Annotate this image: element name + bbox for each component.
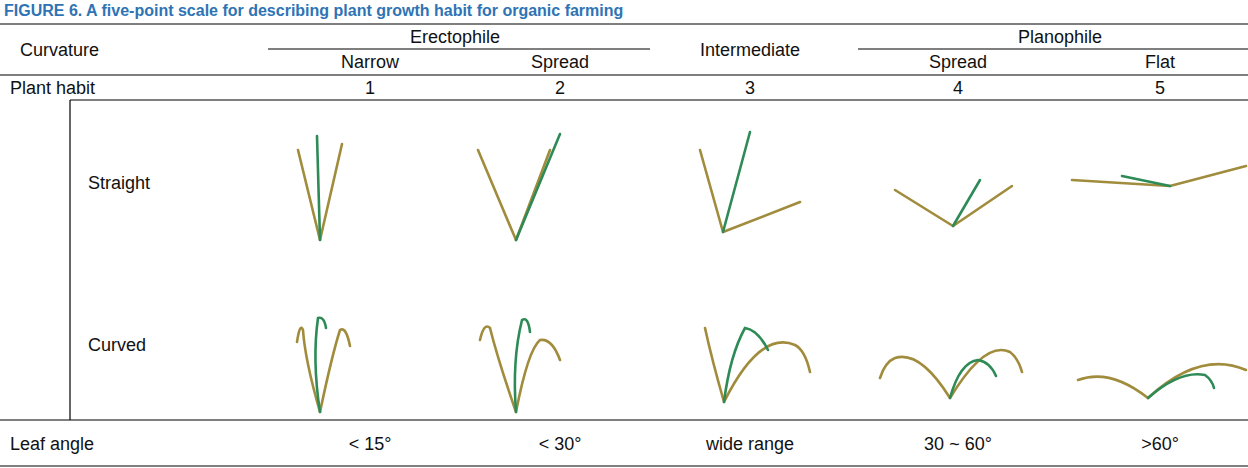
table-cell: Plant habit <box>10 77 95 99</box>
table-cell: Planophile <box>1018 26 1102 48</box>
table-cell: < 30° <box>539 433 582 455</box>
table-rules <box>0 24 1248 466</box>
table-cell: Spread <box>929 51 987 73</box>
plant-curved <box>297 318 1246 412</box>
table-cell: wide range <box>706 433 794 455</box>
plant-straight <box>298 132 1246 240</box>
table-cell: Narrow <box>341 51 399 73</box>
table-cell: Straight <box>88 172 150 194</box>
table-cell: >60° <box>1141 433 1179 455</box>
table-cell: 30 ~ 60° <box>924 433 992 455</box>
table-cell: Intermediate <box>700 39 800 61</box>
table-cell: < 15° <box>349 433 392 455</box>
figure-title: FIGURE 6. A five-point scale for describ… <box>4 0 623 22</box>
table-cell: Flat <box>1145 51 1175 73</box>
table-cell: 5 <box>1155 77 1165 99</box>
table-cell: Leaf angle <box>10 433 94 455</box>
table-cell: 3 <box>745 77 755 99</box>
table-cell: 1 <box>365 77 375 99</box>
table-cell: Spread <box>531 51 589 73</box>
table-cell: Erectophile <box>410 26 500 48</box>
table-cell: 2 <box>555 77 565 99</box>
table-cell: Curved <box>88 334 146 356</box>
table-cell: Curvature <box>20 39 99 61</box>
table-cell: 4 <box>953 77 963 99</box>
